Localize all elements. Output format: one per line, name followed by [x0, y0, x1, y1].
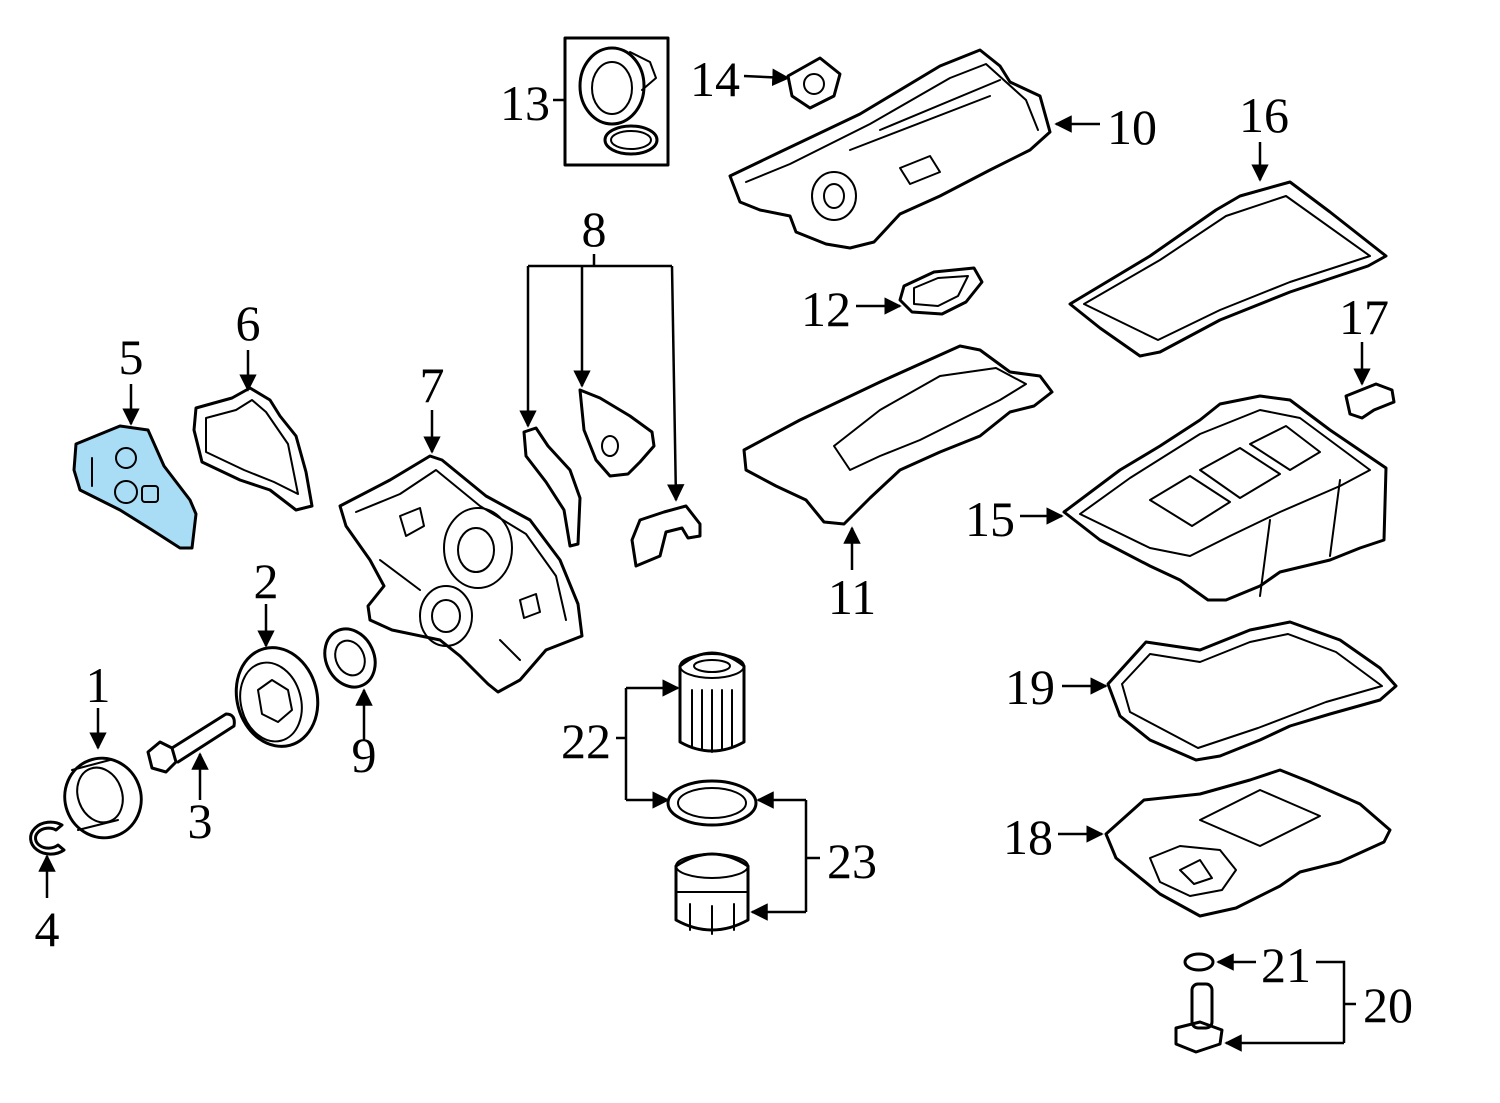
- callout-19: 19: [1005, 659, 1055, 715]
- part-1-crank-hub[interactable]: [54, 747, 153, 848]
- callout-10: 10: [1107, 99, 1157, 155]
- part-22-oil-filter[interactable]: [678, 651, 746, 753]
- part-2-pulley[interactable]: [225, 638, 328, 755]
- callout-23: 23: [827, 833, 877, 889]
- callout-21: 21: [1261, 937, 1311, 993]
- part-17-sensor[interactable]: [1344, 382, 1396, 420]
- part-9-seal[interactable]: [316, 621, 385, 696]
- part-20-drain-plug[interactable]: [1174, 982, 1224, 1054]
- part-6-gasket[interactable]: [192, 386, 314, 512]
- callout-13: 13: [500, 75, 550, 131]
- callout-5: 5: [119, 329, 144, 385]
- part-7-timing-cover[interactable]: [338, 454, 584, 694]
- part-16-pan-gasket[interactable]: [1068, 180, 1388, 358]
- part-15-oil-pan[interactable]: [1062, 394, 1388, 602]
- callout-8: 8: [582, 201, 607, 257]
- part-23-filter-housing[interactable]: [666, 779, 758, 935]
- part-13-oil-cap-box[interactable]: [563, 36, 670, 167]
- callout-22: 22: [561, 713, 611, 769]
- callout-12: 12: [801, 281, 851, 337]
- part-19-pan-gasket[interactable]: [1106, 620, 1398, 762]
- callout-17: 17: [1339, 289, 1389, 345]
- leader-lines: [38, 68, 1371, 1052]
- part-5-cover-highlighted[interactable]: [72, 424, 198, 550]
- callout-labels: 1 2 3 4 5 6 7 8 9 10 11 12 13 14 15 16 1…: [35, 51, 1414, 1033]
- part-12-gasket[interactable]: [898, 266, 984, 316]
- callout-6: 6: [236, 295, 261, 351]
- part-4-snap-ring[interactable]: [29, 820, 66, 856]
- callout-20: 20: [1363, 977, 1413, 1033]
- callout-1: 1: [86, 657, 111, 713]
- part-18-lower-pan[interactable]: [1104, 768, 1392, 918]
- callout-9: 9: [352, 727, 377, 783]
- callout-15: 15: [965, 491, 1015, 547]
- part-3-bolt[interactable]: [146, 712, 236, 774]
- callout-16: 16: [1239, 87, 1289, 143]
- callout-2: 2: [254, 553, 279, 609]
- part-11-valve-cover-gasket[interactable]: [742, 344, 1054, 526]
- part-8-gaskets[interactable]: [522, 388, 702, 568]
- part-14-seal-plate[interactable]: [786, 56, 842, 110]
- callout-14: 14: [690, 51, 740, 107]
- part-10-valve-cover[interactable]: [728, 48, 1052, 250]
- callout-18: 18: [1003, 809, 1053, 865]
- callout-7: 7: [420, 357, 445, 413]
- part-21-o-ring[interactable]: [1183, 952, 1215, 972]
- callout-4: 4: [35, 901, 60, 957]
- callout-11: 11: [828, 569, 876, 625]
- callout-3: 3: [188, 793, 213, 849]
